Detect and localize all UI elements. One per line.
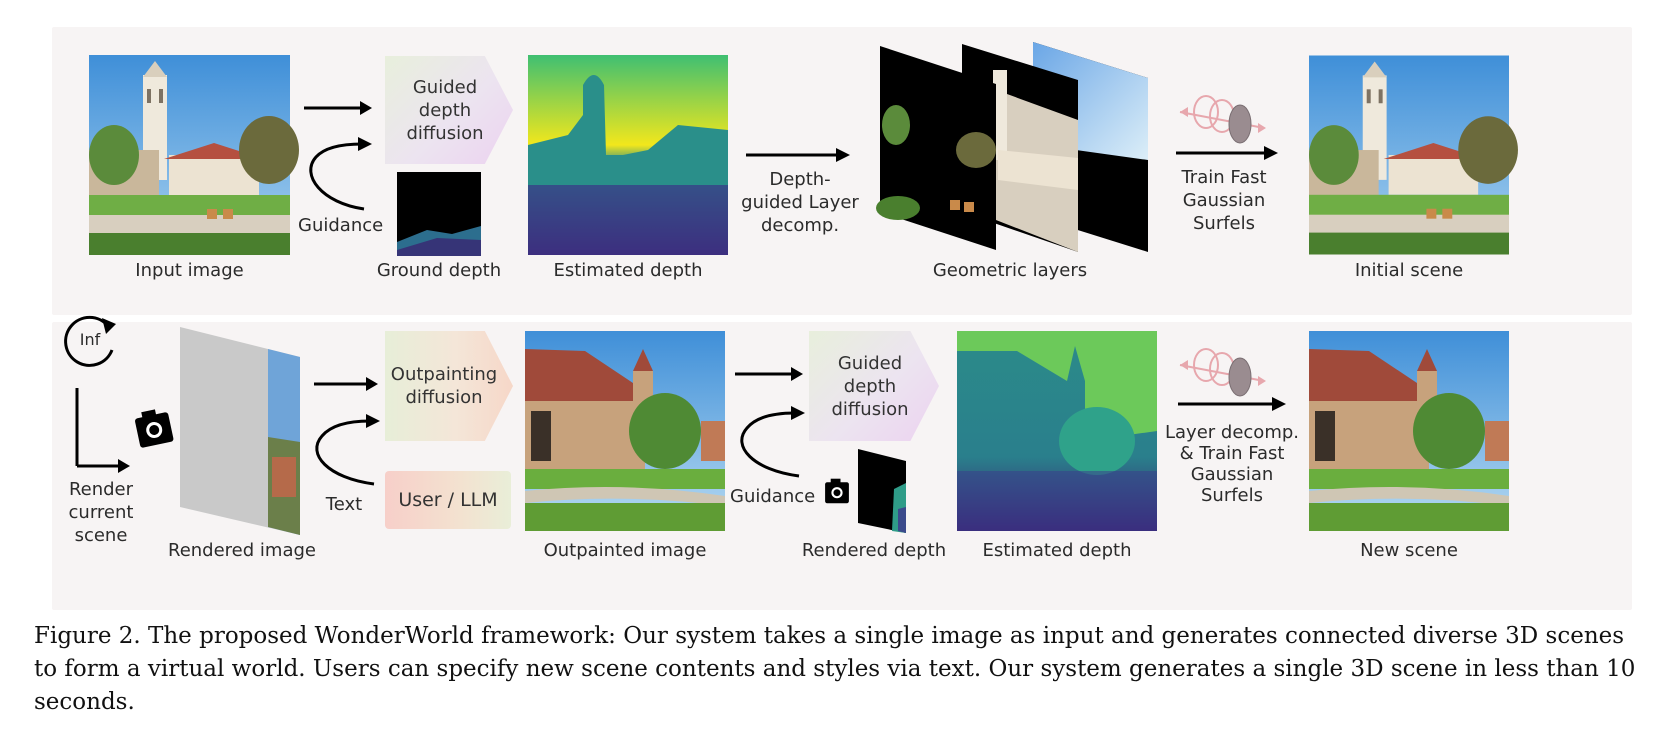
user-llm-box: User / LLM	[385, 471, 511, 529]
guidance-label: Guidance	[298, 215, 384, 236]
camera-icon	[825, 478, 849, 504]
estimated-depth-label: Estimated depth	[553, 260, 703, 281]
arrow-right-icon	[314, 377, 378, 391]
ground-depth-label: Ground depth	[376, 260, 502, 281]
estimated-depth-image	[957, 331, 1157, 531]
input-image-label: Input image	[135, 260, 244, 281]
camera-icon	[135, 409, 174, 448]
curved-arrow-icon	[740, 406, 805, 478]
ground-depth-image	[397, 172, 481, 256]
new-scene-image	[1309, 331, 1509, 531]
arrow-right-icon	[1178, 397, 1286, 411]
curved-arrow-icon	[309, 137, 372, 211]
layer-decomp-label: Depth-guided Layer decomp.	[741, 169, 859, 236]
figure-caption: Figure 2. The proposed WonderWorld frame…	[34, 623, 1636, 715]
layer-train-label: Layer decomp. & Train Fast Gaussian Surf…	[1165, 422, 1299, 506]
rendered-depth-image	[858, 449, 906, 533]
estimated-depth-image	[528, 55, 728, 255]
arrow-right-icon	[1176, 146, 1278, 160]
initial-scene-label: Initial scene	[1354, 260, 1464, 281]
inf-label: Inf	[79, 330, 101, 349]
rendered-image-label: Rendered image	[168, 540, 316, 561]
guided-depth-diffusion-box: Guided depth diffusion	[385, 56, 513, 164]
rendered-depth-label: Rendered depth	[801, 540, 947, 561]
render-current-label: Render current scene	[68, 479, 134, 546]
geometric-layers-image	[876, 42, 1148, 252]
estimated-depth-label: Estimated depth	[982, 540, 1132, 561]
outpainted-image-label: Outpainted image	[543, 540, 707, 561]
guidance-label: Guidance	[730, 486, 816, 507]
gaussian-surfel-icon	[1179, 348, 1266, 397]
initial-scene-image	[1309, 55, 1518, 255]
guided-depth-diffusion-box: Guided depth diffusion	[809, 331, 939, 441]
outpainting-diffusion-box: Outpainting diffusion	[385, 331, 513, 441]
arrow-right-icon	[735, 367, 803, 381]
render-arrow-icon	[75, 388, 130, 473]
inf-loop-icon	[64, 315, 116, 367]
rendered-image	[180, 327, 300, 535]
text-label: Text	[325, 494, 363, 515]
outpainted-image	[525, 331, 725, 531]
train-label: Train Fast Gaussian Surfels	[1181, 167, 1267, 234]
arrow-right-icon	[304, 101, 372, 115]
curved-arrow-icon	[315, 414, 380, 486]
new-scene-label: New scene	[1360, 540, 1458, 561]
gaussian-surfel-icon	[1179, 95, 1266, 144]
arrow-right-icon	[746, 148, 850, 162]
input-image	[89, 55, 299, 255]
geometric-layers-label: Geometric layers	[932, 260, 1088, 281]
